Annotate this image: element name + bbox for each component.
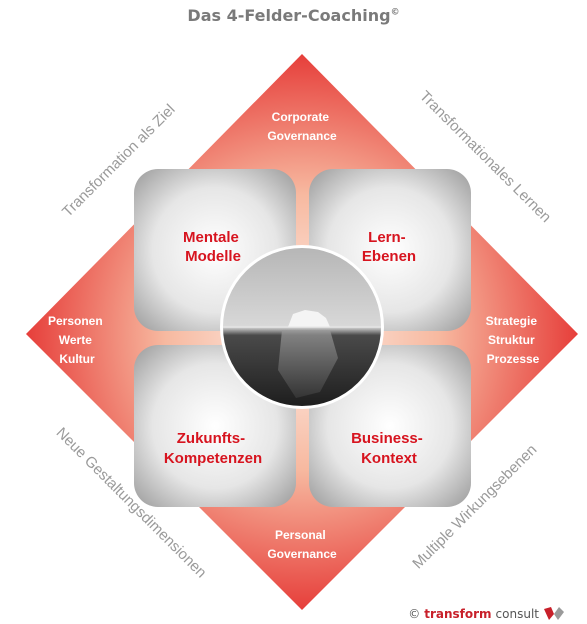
quadrant-label-top-left: Mentale Modelle xyxy=(183,229,243,265)
page-title: Das 4-Felder-Coaching© xyxy=(0,6,587,25)
corner-right-line-2: Struktur xyxy=(488,333,535,347)
title-text: Das 4-Felder-Coaching xyxy=(187,6,391,25)
company-credit: © transform consult xyxy=(408,606,565,622)
corner-bottom-line-2: Governance xyxy=(267,547,337,561)
corner-top-line-1: Corporate xyxy=(272,110,330,124)
brand-name: transform xyxy=(424,607,492,621)
company-logo-icon xyxy=(544,607,564,620)
corner-left-line-3: Kultur xyxy=(59,352,95,366)
quadrant-tl-line-1: Mentale xyxy=(183,229,239,246)
copyright-symbol: © xyxy=(408,607,421,621)
brand-suffix: consult xyxy=(495,607,539,621)
quadrant-tr-line-2: Ebenen xyxy=(362,248,416,265)
corner-label-left: Personen Werte Kultur xyxy=(48,314,106,366)
quadrant-br-line-2: Kontext xyxy=(361,450,417,467)
quadrant-tr-line-1: Lern- xyxy=(368,229,406,246)
title-mark: © xyxy=(390,7,400,18)
corner-left-line-2: Werte xyxy=(59,333,92,347)
corner-label-right: Strategie Struktur Prozesse xyxy=(486,314,541,366)
quadrant-tl-line-2: Modelle xyxy=(185,248,241,265)
quadrant-bl-line-1: Zukunfts- xyxy=(177,430,245,447)
corner-right-line-3: Prozesse xyxy=(487,352,540,366)
quadrant-bl-line-2: Kompetenzen xyxy=(164,450,262,467)
corner-label-bottom: Personal Governance xyxy=(267,528,337,561)
corner-left-line-1: Personen xyxy=(48,314,103,328)
iceberg-image xyxy=(220,245,384,409)
quadrant-br-line-1: Business- xyxy=(351,430,423,447)
quadrant-label-top-right: Lern- Ebenen xyxy=(362,229,416,265)
corner-right-line-1: Strategie xyxy=(486,314,538,328)
quadrant-label-bottom-left: Zukunfts- Kompetenzen xyxy=(164,430,262,467)
corner-bottom-line-1: Personal xyxy=(275,528,326,542)
corner-top-line-2: Governance xyxy=(267,129,337,143)
corner-label-top: Corporate Governance xyxy=(267,110,337,143)
quadrant-label-bottom-right: Business- Kontext xyxy=(351,430,427,467)
